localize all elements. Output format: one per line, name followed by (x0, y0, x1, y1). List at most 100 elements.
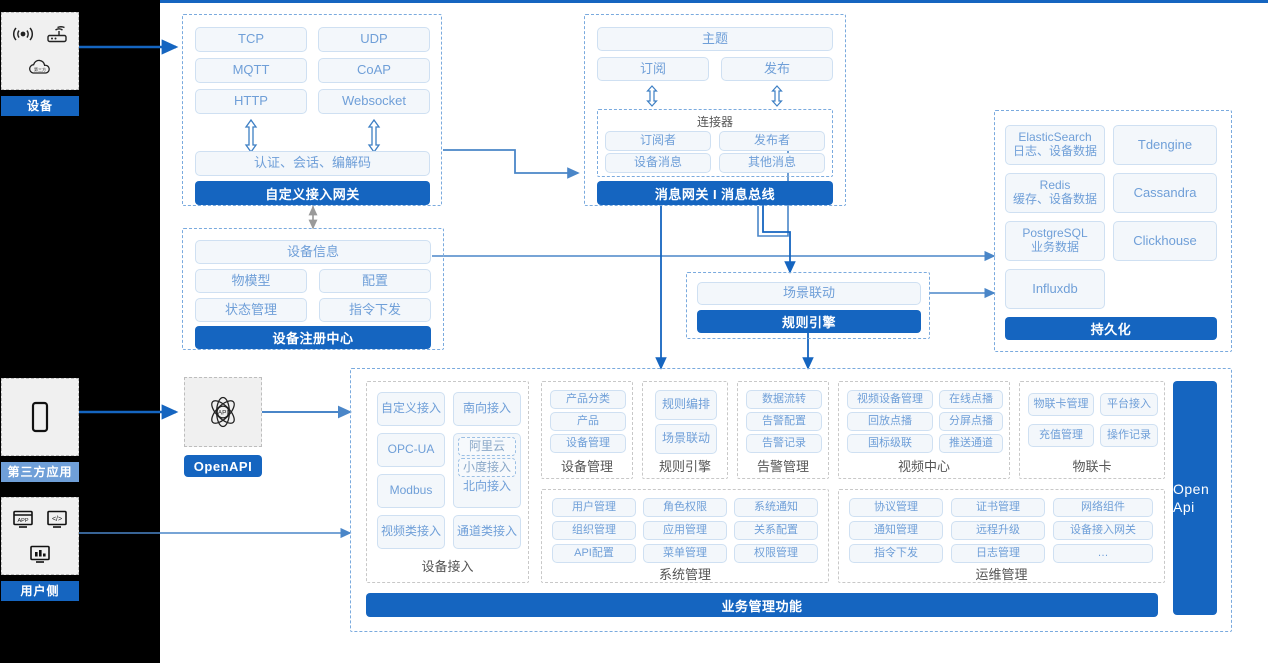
state-manage-pill[interactable]: 状态管理 (195, 298, 307, 322)
protocol-http[interactable]: HTTP (195, 89, 307, 114)
custom-access-gateway-bar[interactable]: 自定义接入网关 (195, 181, 430, 205)
cell-relation-config[interactable]: 关系配置 (734, 521, 818, 540)
cell-platform-access[interactable]: 平台接入 (1100, 393, 1158, 416)
message-gateway-bar[interactable]: 消息网关 I 消息总线 (597, 181, 833, 205)
connector-title: 连接器 (696, 115, 733, 129)
cell-southbound-access[interactable]: 南向接入 (453, 392, 521, 426)
cell-product[interactable]: 产品 (550, 412, 626, 431)
cell-alarm-config[interactable]: 告警配置 (746, 412, 822, 431)
cell-video-device-manage[interactable]: 视频设备管理 (847, 390, 933, 409)
cell-product-category[interactable]: 产品分类 (550, 390, 626, 409)
group-ops-manage-caption: 运维管理 (975, 567, 1028, 582)
connector-subscriber[interactable]: 订阅者 (605, 131, 711, 151)
group-ops-manage: 协议管理 证书管理 网络组件 通知管理 远程升级 设备接入网关 指令下发 日志管… (838, 489, 1165, 583)
cell-gb-cascade[interactable]: 国标级联 (847, 434, 933, 453)
db-tdengine[interactable]: Tdengine (1113, 125, 1217, 165)
cell-northbound-access[interactable]: 阿里云 小度接入 北向接入 (453, 433, 521, 508)
cell-device-manage[interactable]: 设备管理 (550, 434, 626, 453)
actor-device-caption: 设备 (1, 96, 79, 116)
cell-iot-card-manage[interactable]: 物联卡管理 (1028, 393, 1094, 416)
protocol-coap[interactable]: CoAP (318, 58, 430, 83)
db-clickhouse[interactable]: Clickhouse (1113, 221, 1217, 261)
cell-system-notice[interactable]: 系统通知 (734, 498, 818, 517)
device-info-pill[interactable]: 设备信息 (195, 240, 431, 264)
business-function-bar[interactable]: 业务管理功能 (366, 593, 1158, 617)
access-gateway-group: TCP UDP MQTT CoAP HTTP Websocket 认证、会话、编… (182, 14, 442, 206)
thing-model-pill[interactable]: 物模型 (195, 269, 307, 293)
protocol-udp[interactable]: UDP (318, 27, 430, 52)
device-registry-bar[interactable]: 设备注册中心 (195, 326, 431, 349)
cell-channel-access[interactable]: 通道类接入 (453, 515, 521, 549)
db-cassandra[interactable]: Cassandra (1113, 173, 1217, 213)
cell-online-play[interactable]: 在线点播 (939, 390, 1003, 409)
cell-command-dispatch[interactable]: 指令下发 (849, 544, 943, 563)
scene-linkage-pill[interactable]: 场景联动 (697, 282, 921, 305)
command-dispatch-pill[interactable]: 指令下发 (319, 298, 431, 322)
cell-protocol-manage[interactable]: 协议管理 (849, 498, 943, 517)
connector-other-message[interactable]: 其他消息 (719, 153, 825, 173)
cell-org-manage[interactable]: 组织管理 (552, 521, 636, 540)
protocol-mqtt[interactable]: MQTT (195, 58, 307, 83)
persistence-bar[interactable]: 持久化 (1005, 317, 1217, 340)
cell-role-permission[interactable]: 角色权限 (643, 498, 727, 517)
cell-menu-manage[interactable]: 菜单管理 (643, 544, 727, 563)
connector-publisher[interactable]: 发布者 (719, 131, 825, 151)
cell-xiaodu-access[interactable]: 小度接入 (458, 458, 516, 477)
cell-notice-manage[interactable]: 通知管理 (849, 521, 943, 540)
cell-modbus[interactable]: Modbus (377, 474, 445, 508)
persistence-group: ElasticSearch 日志、设备数据 Tdengine Redis 缓存、… (994, 110, 1232, 352)
svg-text:第三方: 第三方 (34, 66, 46, 72)
cell-scene-linkage[interactable]: 场景联动 (655, 424, 717, 454)
actor-thirdparty-icons (1, 378, 79, 456)
code-window-icon: </> (45, 509, 69, 529)
cell-video-access[interactable]: 视频类接入 (377, 515, 445, 549)
cell-app-manage[interactable]: 应用管理 (643, 521, 727, 540)
cell-network-component[interactable]: 网络组件 (1053, 498, 1153, 517)
group-system-manage-caption: 系统管理 (658, 567, 711, 582)
connector-device-message[interactable]: 设备消息 (605, 153, 711, 173)
db-postgresql-name: PostgreSQL (1022, 226, 1088, 241)
protocol-websocket[interactable]: Websocket (318, 89, 430, 114)
cell-data-flow[interactable]: 数据流转 (746, 390, 822, 409)
publish-pill[interactable]: 发布 (721, 57, 833, 81)
cell-operation-record[interactable]: 操作记录 (1100, 424, 1158, 447)
cell-rule-orchestration[interactable]: 规则编排 (655, 390, 717, 420)
cell-playback[interactable]: 回放点播 (847, 412, 933, 431)
cell-opc-ua[interactable]: OPC-UA (377, 433, 445, 467)
db-influxdb[interactable]: Influxdb (1005, 269, 1105, 309)
cell-more[interactable]: … (1053, 544, 1153, 563)
cell-permission-manage[interactable]: 权限管理 (734, 544, 818, 563)
cell-remote-upgrade[interactable]: 远程升级 (951, 521, 1045, 540)
protocol-tcp[interactable]: TCP (195, 27, 307, 52)
db-elasticsearch[interactable]: ElasticSearch 日志、设备数据 (1005, 125, 1105, 165)
cell-user-manage[interactable]: 用户管理 (552, 498, 636, 517)
config-pill[interactable]: 配置 (319, 269, 431, 293)
cell-recharge-manage[interactable]: 充值管理 (1028, 424, 1094, 447)
cell-push-channel[interactable]: 推送通道 (939, 434, 1003, 453)
cell-log-manage[interactable]: 日志管理 (951, 544, 1045, 563)
actor-user-caption: 用户侧 (1, 581, 79, 601)
up-down-arrow-icon (644, 85, 660, 112)
cell-split-screen-play[interactable]: 分屏点播 (939, 412, 1003, 431)
svg-text:API: API (218, 409, 228, 416)
db-redis[interactable]: Redis 缓存、设备数据 (1005, 173, 1105, 213)
rule-engine-group: 场景联动 规则引擎 (686, 272, 930, 339)
cell-aliyun[interactable]: 阿里云 (458, 437, 516, 456)
cell-cert-manage[interactable]: 证书管理 (951, 498, 1045, 517)
open-api-side-bar[interactable]: Open Api (1173, 381, 1217, 615)
auth-session-codec[interactable]: 认证、会话、编解码 (195, 151, 430, 176)
rule-engine-bar[interactable]: 规则引擎 (697, 310, 921, 333)
topic-pill[interactable]: 主题 (597, 27, 833, 51)
cell-api-config[interactable]: API配置 (552, 544, 636, 563)
wifi-signal-icon (11, 24, 35, 44)
cell-device-access-gateway[interactable]: 设备接入网关 (1053, 521, 1153, 540)
subscribe-pill[interactable]: 订阅 (597, 57, 709, 81)
db-postgresql[interactable]: PostgreSQL 业务数据 (1005, 221, 1105, 261)
cell-custom-access[interactable]: 自定义接入 (377, 392, 445, 426)
actor-user: APP </> 用户侧 (1, 497, 79, 601)
cell-alarm-record[interactable]: 告警记录 (746, 434, 822, 453)
svg-text:APP: APP (17, 518, 28, 524)
actor-thirdparty: 第三方应用 (1, 378, 79, 482)
openapi-label[interactable]: OpenAPI (184, 455, 262, 477)
